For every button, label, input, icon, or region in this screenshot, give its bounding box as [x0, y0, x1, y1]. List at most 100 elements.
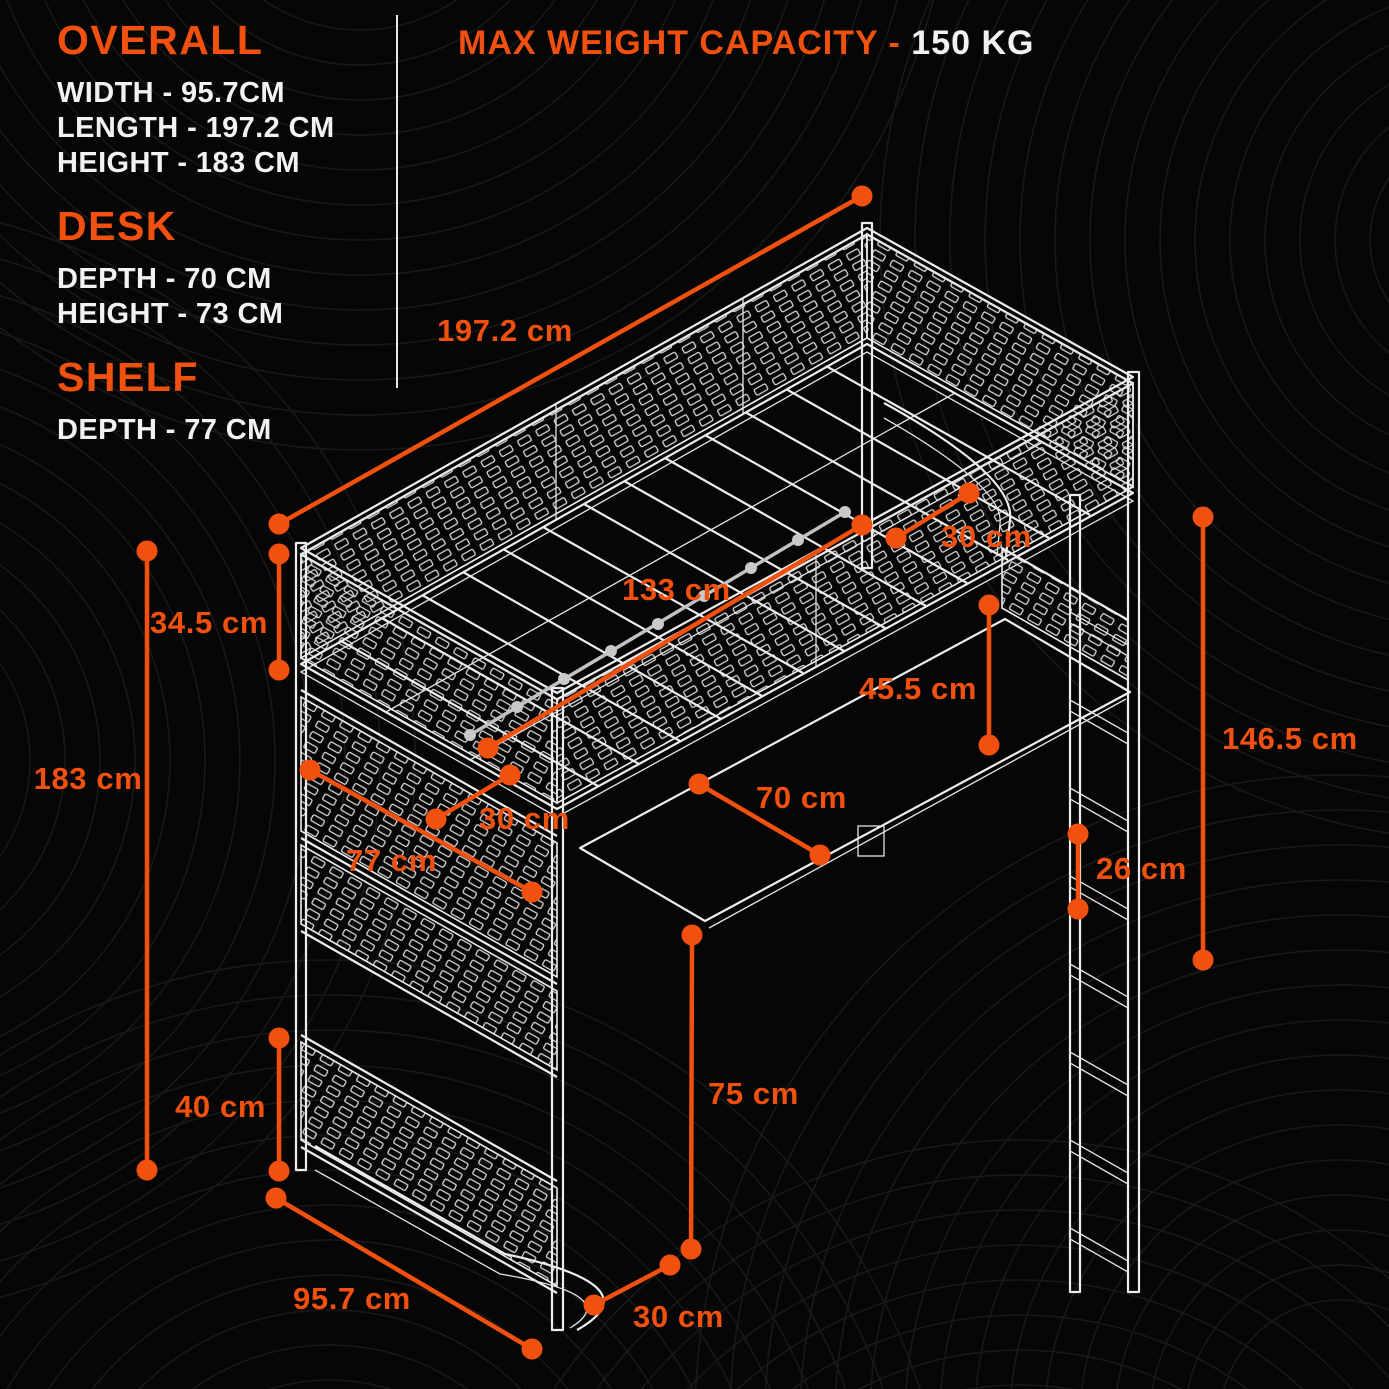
contour-line [905, 984, 1389, 1389]
contour-line [553, 1139, 1389, 1389]
contour-line [262, 0, 458, 31]
dim-line [433, 772, 513, 822]
spec-row: HEIGHT - 183 CM [57, 147, 300, 179]
dim-endpoint-dot [688, 773, 710, 795]
spec-row: DEPTH - 77 CM [57, 414, 272, 446]
contour-line [191, 1344, 469, 1389]
dim-endpoint-dot [299, 759, 321, 781]
contour-line [0, 662, 31, 858]
guard-top-rails [299, 226, 1135, 701]
dim-ladder-rung-spacing: 26 cm [1067, 823, 1186, 920]
dim-label: 95.7 cm [293, 1281, 411, 1316]
contour-line [1089, 0, 1389, 620]
spec-heading: OVERALL [57, 17, 264, 63]
contour-line [1299, 83, 1389, 397]
dim-line [893, 490, 972, 541]
contour-line [736, 1279, 1304, 1389]
capacity-title: MAX WEIGHT CAPACITY - 150 KG [458, 24, 1034, 63]
contour-line [596, 1174, 1389, 1389]
dim-line [696, 781, 823, 858]
contour-line [0, 1169, 694, 1389]
dim-endpoint-dot [958, 482, 980, 504]
dim-floor-offset-30: 30 cm [583, 1254, 723, 1334]
contour-line [1054, 0, 1389, 656]
contour-line [0, 609, 66, 911]
dim-endpoint-dot [978, 734, 1000, 756]
contour-line [43, 0, 677, 206]
contour-line [791, 1314, 1249, 1389]
contour-line [0, 0, 789, 311]
contour-line [1223, 1299, 1389, 1389]
contour-line [122, 0, 598, 136]
dim-line [485, 522, 865, 751]
contour-line [0, 368, 276, 1152]
contour-line [0, 0, 898, 416]
contour-line [686, 1244, 1354, 1389]
dim-side-shelf-depth: 77 cm [299, 759, 543, 903]
contour-line [1187, 1264, 1389, 1389]
dim-endpoint-dot [1192, 506, 1214, 528]
desk-surface [578, 617, 1132, 929]
guard-stanchions [555, 298, 817, 667]
spec-row: DEPTH - 70 CM [57, 263, 272, 295]
contour-line [91, 1274, 569, 1389]
dim-endpoint-dot [425, 808, 447, 830]
contour-line [6, 1204, 654, 1389]
contour-line [1124, 0, 1389, 584]
dim-endpoint-dot [583, 1294, 605, 1316]
dim-endpoint-dot [521, 881, 543, 903]
contour-line [47, 1239, 613, 1389]
contour-line [0, 482, 171, 1038]
contour-line [940, 1019, 1389, 1389]
dim-endpoint-dot [809, 844, 831, 866]
contour-line [138, 1309, 522, 1389]
dim-label: 70 cm [756, 780, 847, 815]
contour-line [0, 959, 921, 1389]
capacity-value: 150 KG [911, 24, 1035, 62]
contour-line [1116, 1194, 1389, 1389]
dim-label: 183 cm [34, 761, 143, 796]
dim-endpoint-dot [268, 659, 290, 681]
dim-label: 133 cm [622, 572, 731, 607]
contour-line [949, 0, 1389, 763]
contour-line [209, 0, 511, 66]
dim-guard-height: 34.5 cm [150, 543, 290, 681]
contour-line [1019, 0, 1389, 692]
contour-line [5, 0, 715, 241]
contour-line [765, 844, 1389, 1389]
support-rod [464, 506, 851, 741]
spec-row: WIDTH - 95.7CM [57, 77, 285, 109]
dim-line [276, 193, 865, 527]
contour-line [0, 994, 884, 1389]
contour-line [1159, 0, 1389, 548]
dim-label: 45.5 cm [859, 671, 977, 706]
dim-endpoint-dot [659, 1254, 681, 1276]
contour-line [1369, 176, 1389, 304]
contour-line [0, 222, 416, 1298]
contour-line [0, 443, 206, 1077]
contour-line [268, 1379, 392, 1389]
dim-mid-shelf-depth: 30 cm [425, 764, 569, 836]
contour-line [82, 0, 638, 171]
dim-label: 146.5 cm [1222, 721, 1358, 756]
dim-label: 40 cm [175, 1089, 266, 1124]
dim-endpoint-dot [521, 1338, 543, 1360]
dim-label: 77 cm [346, 843, 437, 878]
dim-desk-floor-height: 75 cm [680, 924, 798, 1260]
capacity-label: MAX WEIGHT CAPACITY - [458, 24, 912, 62]
contour-line [984, 0, 1389, 728]
contour-line [1151, 1229, 1389, 1389]
dim-endpoint-dot [268, 1160, 290, 1182]
dim-endpoint-dot [499, 764, 521, 786]
contour-line [1045, 1124, 1389, 1389]
contour-line [0, 0, 752, 276]
spec-row: HEIGHT - 73 CM [57, 298, 284, 330]
contour-line [857, 1349, 1183, 1389]
dim-endpoint-dot [1067, 898, 1089, 920]
dim-line [307, 767, 535, 895]
contour-line [1264, 44, 1389, 436]
head-shelf [883, 402, 1012, 557]
